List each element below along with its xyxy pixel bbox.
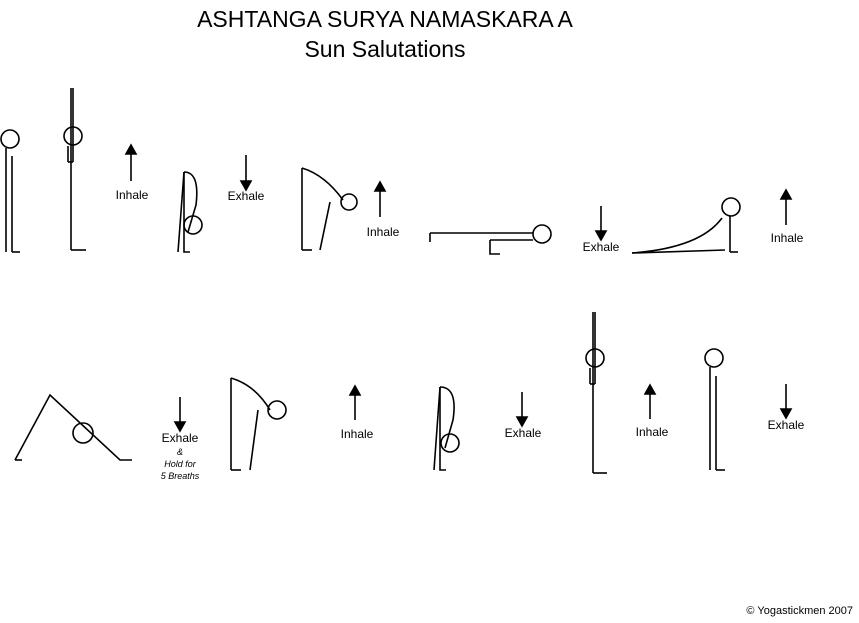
pose-samasthiti-figure: [704, 348, 725, 471]
arrow-up-icon: [373, 180, 387, 217]
pose-forward-fold-figure: [433, 386, 460, 471]
breath-label: Inhale: [770, 231, 804, 245]
pose-half-lift-figure: [230, 377, 287, 471]
arrow-down-icon: [173, 397, 187, 433]
pose-arms-raised-figure: [63, 88, 86, 251]
pose-downward-dog-figure: [14, 393, 132, 461]
diagram-title: ASHTANGA SURYA NAMASKARA A: [197, 6, 573, 32]
copyright-notice: © Yogastickmen 2007: [746, 605, 853, 617]
hold-note-line2: 5 Breaths: [160, 471, 200, 481]
arrow-up-icon: [124, 143, 138, 181]
breath-label: Inhale: [115, 188, 149, 202]
pose-arms-raised-figure: [585, 312, 607, 474]
pose-half-lift-figure: [301, 167, 358, 251]
diagram-subtitle: Sun Salutations: [304, 36, 466, 62]
breath-label: Exhale: [582, 240, 620, 254]
pose-samasthiti-figure: [0, 129, 20, 253]
arrow-up-icon: [643, 383, 657, 419]
hold-note-line1: Hold for: [164, 459, 196, 469]
breath-label: Exhale: [504, 426, 542, 440]
pose-upward-dog-figure: [631, 197, 741, 254]
breath-label: Inhale: [635, 425, 669, 439]
breath-label: Exhale: [227, 189, 265, 203]
breath-label: Exhale: [767, 418, 805, 432]
breath-label: Inhale: [366, 225, 400, 239]
arrow-down-icon: [779, 384, 793, 420]
pose-chaturanga-figure: [429, 224, 552, 255]
arrow-up-icon: [779, 188, 793, 225]
arrow-down-icon: [594, 206, 608, 242]
arrow-down-icon: [515, 392, 529, 428]
arrow-down-icon: [239, 155, 253, 192]
hold-note-amp: &: [176, 447, 183, 457]
breath-label: Inhale: [340, 427, 374, 441]
arrow-up-icon: [348, 384, 362, 420]
pose-forward-fold-figure: [177, 171, 203, 253]
breath-label: Exhale: [161, 431, 199, 445]
